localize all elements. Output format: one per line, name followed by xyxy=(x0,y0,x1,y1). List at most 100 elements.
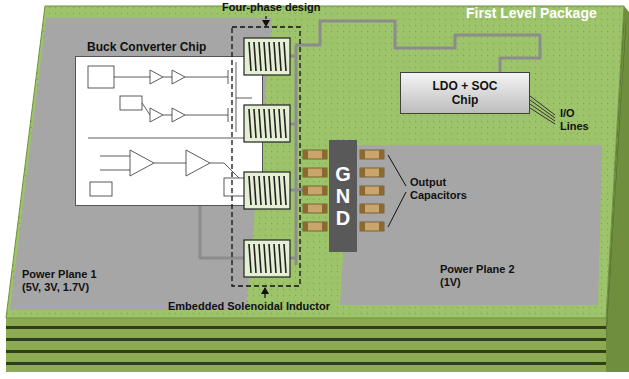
capacitor-body xyxy=(303,168,327,177)
buck-schematic-part xyxy=(154,163,186,164)
winding-turn xyxy=(274,42,276,71)
capacitor-terminal xyxy=(379,222,384,231)
buck-schematic-part xyxy=(150,70,163,84)
winding-turn xyxy=(269,244,271,273)
winding-turn xyxy=(284,109,286,138)
winding-turn xyxy=(259,109,261,138)
capacitor-terminal xyxy=(303,168,308,177)
board-front xyxy=(6,318,606,372)
winding-turn xyxy=(259,42,261,71)
winding-turn xyxy=(254,42,256,71)
capacitor-terminal xyxy=(360,168,365,177)
capacitor-terminal xyxy=(379,204,384,213)
label-holder: Embedded Solenoidal Inductor xyxy=(168,300,330,313)
power-trace xyxy=(200,21,540,265)
winding-turn xyxy=(264,176,266,205)
winding-turn xyxy=(259,176,261,205)
winding-turn xyxy=(279,244,281,273)
label-holder: I/O Lines xyxy=(560,107,600,133)
buck-schematic-part xyxy=(130,150,154,176)
capacitor-terminal xyxy=(303,204,308,213)
capacitor-terminal xyxy=(379,168,384,177)
capacitor-terminal xyxy=(379,150,384,159)
capacitor-terminal xyxy=(303,186,308,195)
layer-stripe xyxy=(6,362,606,365)
winding-turn xyxy=(269,109,271,138)
winding-turn xyxy=(274,109,276,138)
io-line xyxy=(530,96,555,124)
winding-turn xyxy=(264,42,266,71)
four-phase-outline xyxy=(232,27,300,286)
capacitor-terminal xyxy=(322,168,327,177)
pointer-arrow xyxy=(264,288,265,298)
buck-schematic-part xyxy=(185,77,228,78)
winding-turn xyxy=(284,42,286,71)
solenoid-inductor-part xyxy=(244,105,290,142)
capacitor-terminal xyxy=(360,150,365,159)
buck-schematic-part xyxy=(90,182,112,196)
buck-schematic xyxy=(88,62,254,196)
board-top xyxy=(6,6,624,318)
leader-line-part xyxy=(388,155,406,186)
capacitor-terminal xyxy=(360,204,365,213)
ground-strip: GND xyxy=(329,140,357,252)
solenoid-inductor-part xyxy=(244,240,290,277)
winding-turn xyxy=(254,244,256,273)
capacitor-body xyxy=(303,222,327,231)
buck-schematic-part xyxy=(114,77,150,78)
leader-line-part xyxy=(388,192,406,227)
capacitor-terminal xyxy=(322,204,327,213)
layer-stripe xyxy=(6,350,606,353)
layer-stripe xyxy=(6,326,606,329)
buck-schematic-part xyxy=(186,150,210,176)
io-line-part xyxy=(530,104,555,121)
buck-schematic-part xyxy=(172,70,185,84)
buck-schematic-part xyxy=(88,138,250,139)
winding-turn xyxy=(249,42,251,71)
node-label: Power Plane 2 (1V) xyxy=(440,263,530,289)
capacitor-body xyxy=(303,150,327,159)
vertical-label: GND xyxy=(333,163,353,229)
capacitor-body xyxy=(360,150,384,159)
winding-turn xyxy=(279,42,281,71)
capacitor-terminal xyxy=(322,186,327,195)
label-holder: First Level Package xyxy=(466,5,597,22)
solenoid-inductor-part xyxy=(244,172,290,209)
solenoid-inductor-part xyxy=(244,38,290,75)
node-label: LDO + SOC Chip xyxy=(425,79,505,108)
region-fill xyxy=(340,145,602,305)
winding-turn xyxy=(269,42,271,71)
callout-label: I/O Lines xyxy=(560,107,600,133)
chip-heading: Buck Converter Chip xyxy=(87,40,257,54)
callout-label: Four-phase design xyxy=(222,1,320,14)
buck-schematic-part xyxy=(172,108,185,122)
dashed-arrow xyxy=(265,16,266,26)
label-holder: Four-phase design xyxy=(222,1,320,14)
capacitor-body xyxy=(360,204,384,213)
buck-schematic-part xyxy=(185,115,228,116)
buck-schematic-part xyxy=(100,170,130,171)
capacitor-body xyxy=(360,222,384,231)
board-texture xyxy=(6,6,624,318)
capacitor-terminal xyxy=(322,222,327,231)
callout-label: Output Capacitors xyxy=(410,176,482,202)
package-title: First Level Package xyxy=(466,5,597,22)
buck-schematic-part xyxy=(210,163,224,164)
winding-turn xyxy=(249,109,251,138)
winding-turn xyxy=(279,109,281,138)
capacitor-terminal xyxy=(360,222,365,231)
winding-turn xyxy=(249,176,251,205)
winding-turn xyxy=(249,244,251,273)
capacitor-body xyxy=(360,186,384,195)
buck-schematic-part xyxy=(88,66,114,88)
io-line-part xyxy=(530,108,555,124)
buck-schematic-part xyxy=(236,62,237,132)
callout-label: Embedded Solenoidal Inductor xyxy=(168,300,330,313)
leader-line xyxy=(388,155,406,227)
io-line-part xyxy=(530,100,555,118)
region-fill xyxy=(10,18,272,310)
label-holder: Output Capacitors xyxy=(410,176,482,202)
capacitor-body xyxy=(303,186,327,195)
chip-box: LDO + SOC Chip xyxy=(400,72,530,114)
